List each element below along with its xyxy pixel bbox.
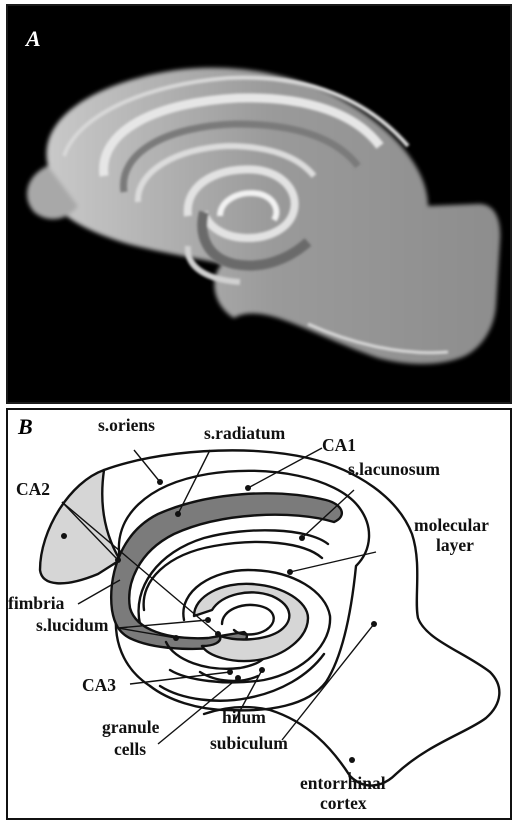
- label-entorrhinal-line2: cortex: [320, 794, 367, 813]
- panel-b-letter: B: [18, 414, 33, 440]
- panel-b-diagram: B s.oriens s.radiatum CA1 CA2 s.lacunosu…: [6, 408, 512, 820]
- label-granule-line1: granule: [102, 718, 159, 737]
- label-fimbria: fimbria: [8, 594, 64, 613]
- hippocampus-mri-image: [8, 6, 510, 402]
- label-s-oriens: s.oriens: [98, 416, 155, 435]
- label-molecular-line1: molecular: [414, 516, 489, 535]
- label-hilum: hilum: [222, 708, 266, 727]
- label-s-radiatum: s.radiatum: [204, 424, 285, 443]
- label-s-lacunosum: s.lacunosum: [348, 460, 440, 479]
- panel-a-letter: A: [26, 26, 41, 52]
- label-molecular-line2: layer: [436, 536, 474, 555]
- panel-a-image: A: [6, 4, 512, 404]
- label-entorrhinal-line1: entorrhinal: [300, 774, 386, 793]
- label-ca2: CA2: [16, 480, 50, 499]
- label-granule-line2: cells: [114, 740, 146, 759]
- label-subiculum: subiculum: [210, 734, 288, 753]
- label-s-lucidum: s.lucidum: [36, 616, 108, 635]
- label-ca1: CA1: [322, 436, 356, 455]
- label-ca3: CA3: [82, 676, 116, 695]
